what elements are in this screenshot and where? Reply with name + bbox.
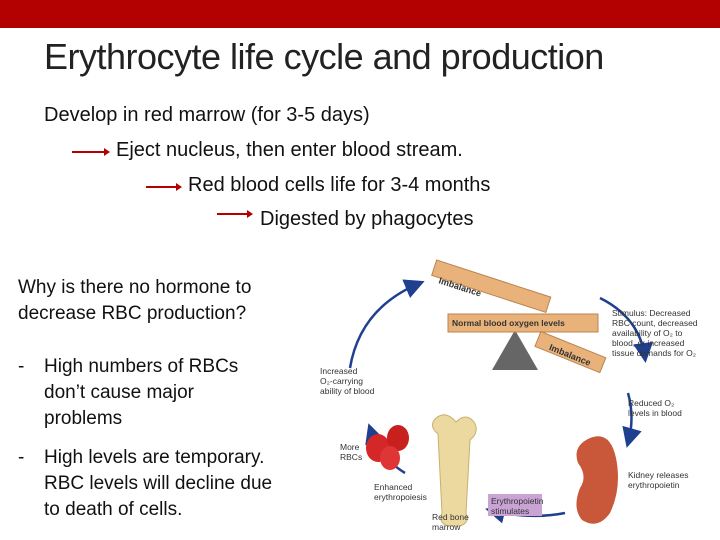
imbalance-plank-top — [431, 259, 552, 313]
kidney-icon — [576, 436, 618, 524]
increased-line: O₂-carrying — [320, 376, 363, 386]
bullet-2-line-1: High levels are temporary. — [44, 447, 265, 468]
step-3-arrow-icon — [146, 183, 182, 191]
cycle-arrow-right — [622, 392, 642, 448]
erythropoietin-label: Erythropoietin stimulates — [491, 496, 543, 516]
seesaw-fulcrum — [492, 330, 538, 370]
kidney-label: Kidney releases erythropoietin — [628, 470, 688, 490]
marrow-line: Red bone — [432, 512, 469, 522]
slide-title: Erythrocyte life cycle and production — [44, 36, 604, 77]
step-4-arrow-icon — [217, 210, 253, 218]
bullet-dash: - — [18, 447, 25, 468]
stimulus-line: blood, or increased — [612, 338, 685, 348]
stimulus-label: Stimulus: Decreased RBC count, decreased… — [612, 308, 698, 358]
stimulus-line: tissue demands for O₂ — [612, 348, 697, 358]
epo-line: Erythropoietin — [491, 496, 544, 506]
normal-plank — [447, 313, 599, 333]
enhanced-line: erythropoiesis — [374, 492, 427, 502]
stimulus-line: Stimulus: Decreased — [612, 308, 691, 318]
cycle-arrow-top-right — [599, 296, 654, 363]
question-line-2: decrease RBC production? — [18, 303, 247, 324]
imbalance-plank-bottom — [534, 330, 607, 374]
step-2-text: Eject nucleus, then enter blood stream. — [116, 139, 463, 161]
stimulus-line: availability of O₂ to — [612, 328, 683, 338]
more-rbcs-line: More — [340, 442, 360, 452]
cycle-arrow-left-top — [348, 279, 425, 369]
marrow-line: marrow — [432, 522, 461, 532]
bullet-1-line-3: problems — [44, 408, 123, 429]
increased-capacity-label: Increased O₂-carrying ability of blood — [320, 366, 374, 396]
more-rbcs-label: More RBCs — [340, 442, 362, 462]
reduced-line: Reduced O₂ — [628, 398, 675, 408]
epo-line: stimulates — [491, 506, 530, 516]
bullet-1-line-2: don’t cause major — [44, 382, 194, 403]
enhanced-line: Enhanced — [374, 482, 413, 492]
kidney-line: Kidney releases — [628, 470, 689, 480]
bullet-1: - High numbers of RBCs don’t cause major… — [18, 354, 318, 434]
stimulus-line: RBC count, decreased — [612, 318, 698, 328]
step-3-text: Red blood cells life for 3-4 months — [188, 174, 491, 196]
increased-line: Increased — [320, 366, 358, 376]
bullet-dash: - — [18, 356, 25, 377]
question-text: Why is there no hormone to decrease RBC … — [18, 275, 251, 327]
step-1-text: Develop in red marrow (for 3-5 days) — [44, 104, 370, 126]
kidney-line: erythropoietin — [628, 480, 680, 490]
bullet-1-line-1: High numbers of RBCs — [44, 356, 239, 377]
bone-icon — [432, 414, 477, 527]
question-line-1: Why is there no hormone to — [18, 277, 252, 298]
red-bone-marrow-label: Red bone marrow — [432, 512, 469, 532]
bullet-2: - High levels are temporary. RBC levels … — [18, 445, 318, 525]
reduced-o2-label: Reduced O₂ levels in blood — [628, 398, 682, 418]
reduced-line: levels in blood — [628, 408, 682, 418]
enhanced-erythropoiesis-label: Enhanced erythropoiesis — [374, 482, 427, 502]
increased-line: ability of blood — [320, 386, 375, 396]
rbc-icon — [387, 425, 409, 451]
bullet-2-line-3: to death of cells. — [44, 499, 183, 520]
top-accent-bar — [0, 0, 720, 28]
more-rbcs-line: RBCs — [340, 452, 363, 462]
erythropoietin-box — [488, 494, 542, 516]
bullet-2-line-2: RBC levels will decline due — [44, 473, 273, 494]
step-2-arrow-icon — [72, 148, 110, 156]
rbc-icon — [380, 446, 400, 470]
homeostasis-diagram — [348, 259, 654, 527]
step-4-text: Digested by phagocytes — [260, 208, 474, 230]
plank-label: Normal blood oxygen levels — [452, 318, 565, 328]
